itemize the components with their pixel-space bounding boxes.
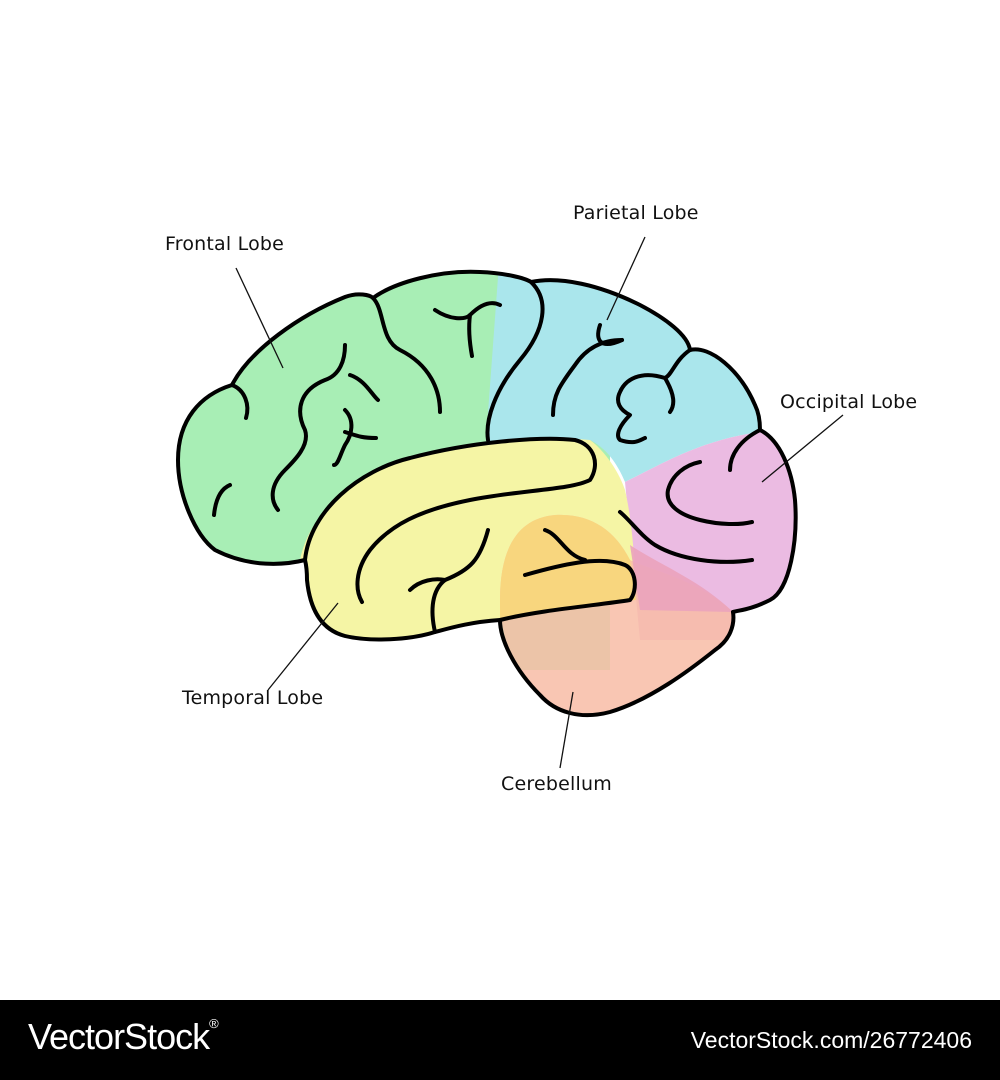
vectorstock-logo: VectorStock® — [28, 1016, 219, 1058]
watermark-footer: VectorStock® VectorStock.com/26772406 — [0, 1000, 1000, 1080]
occipital-lobe-label: Occipital Lobe — [780, 391, 918, 413]
image-reference: VectorStock.com/26772406 — [690, 1027, 972, 1053]
leader-lines — [235, 236, 844, 769]
brain-diagram — [176, 236, 844, 769]
frontal-sulcus-6 — [230, 383, 250, 420]
occipital-sulcus-3 — [665, 460, 754, 527]
frontal-sulcus-4 — [348, 373, 380, 402]
vectorstock-logo-text: VectorStock — [28, 1016, 210, 1057]
frontal-sulcus-3 — [270, 343, 347, 512]
registered-mark: ® — [209, 1016, 219, 1031]
cerebellum-leader-line — [559, 691, 574, 769]
parietal-leader-line — [606, 236, 646, 321]
occipital-sulcus-1 — [728, 428, 762, 472]
occipital-sulcus-2 — [618, 510, 754, 564]
cerebellum-fold — [543, 528, 587, 562]
occipital-leader-line — [761, 414, 844, 483]
frontal-sulcus-2 — [433, 301, 502, 358]
temporal-outline — [303, 436, 637, 642]
parietal-sulcus-2 — [596, 323, 624, 346]
occipital-cerebellum-overlap — [630, 545, 733, 612]
frontal-lobe-label: Frontal Lobe — [165, 233, 285, 255]
frontal-sulcus-7 — [212, 483, 232, 517]
temporal-leader-line — [267, 602, 339, 691]
cerebrum-outline — [230, 269, 798, 614]
brain-outline — [176, 269, 798, 718]
frontal-sulcus-1 — [371, 296, 442, 414]
brain-regions — [178, 271, 796, 716]
overlap-tints — [500, 514, 733, 620]
temporal-lobe-label: Temporal Lobe — [182, 687, 324, 709]
frontal-leader-line — [235, 267, 284, 369]
cerebellum-label: Cerebellum — [501, 773, 612, 795]
parietal-lobe-label: Parietal Lobe — [573, 202, 699, 224]
frontal-sulcus-5 — [332, 408, 378, 467]
temporal-cerebellum-overlap — [500, 514, 636, 620]
cerebellum-outline — [498, 610, 736, 718]
frontal-base-outline — [176, 383, 307, 566]
temporal-fold — [408, 577, 447, 592]
parietal-sulcus-4 — [663, 376, 676, 414]
central-sulcus — [485, 280, 545, 442]
